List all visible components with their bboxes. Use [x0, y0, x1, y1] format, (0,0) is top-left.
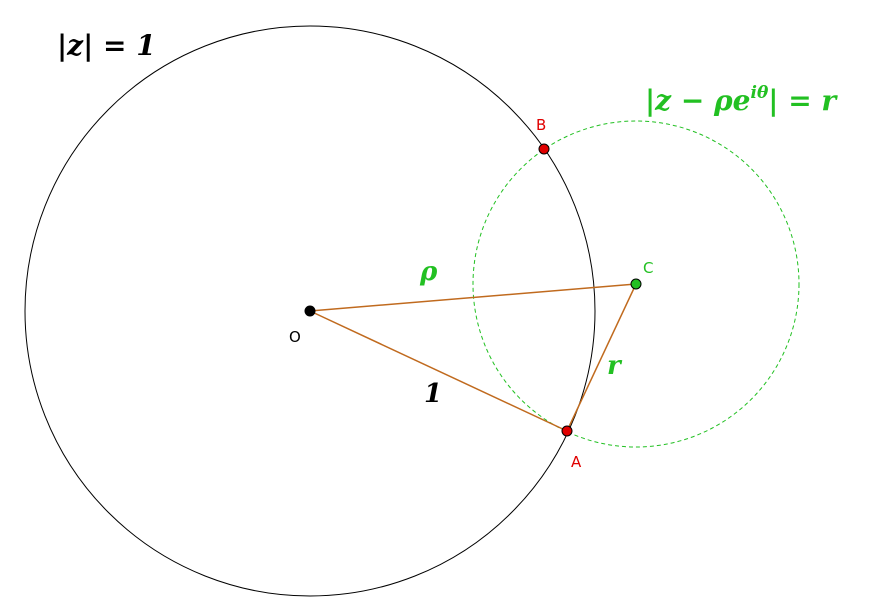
point-b-label: B [536, 116, 546, 134]
small-circle-equation: |z − ρeiθ| = r [645, 83, 838, 117]
point-o-label: O [289, 328, 301, 346]
point-a-label: A [571, 453, 582, 471]
small-circle [472, 120, 800, 448]
segment-ac [566, 283, 637, 432]
segment-oc [309, 283, 637, 312]
r-label: r [607, 351, 623, 381]
point-a-marker [561, 425, 573, 437]
small-circle-equation-prefix: |z − ρe [645, 84, 750, 117]
point-b-marker [538, 143, 550, 155]
small-circle-equation-suffix: | = r [768, 84, 838, 117]
point-c-marker [630, 278, 642, 290]
unit-circle-equation: |z| = 1 [57, 29, 156, 62]
unit-circle [24, 25, 596, 597]
point-c-label: C [643, 259, 653, 277]
small-circle-equation-exponent: iθ [750, 83, 768, 103]
rho-label: ρ [419, 257, 438, 287]
one-label: 1 [424, 379, 442, 409]
segment-oa [309, 310, 568, 432]
point-o-marker [304, 305, 316, 317]
